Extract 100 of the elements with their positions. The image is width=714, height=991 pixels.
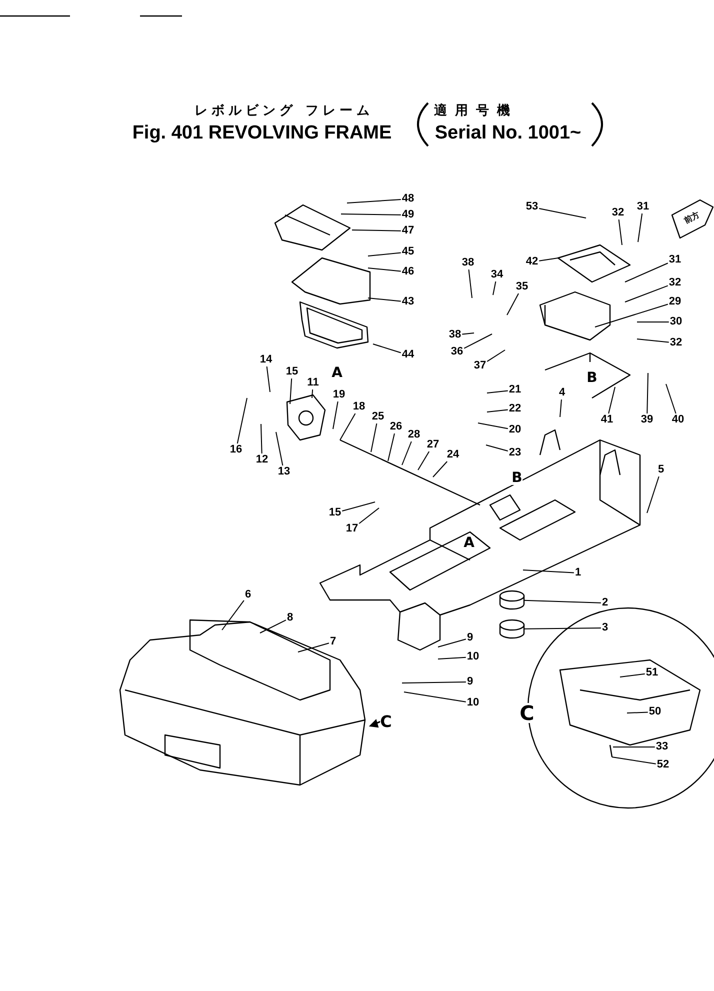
- callout-number: 52: [656, 760, 670, 770]
- callout-number: 2: [602, 598, 608, 608]
- callout-number: 53: [526, 202, 538, 212]
- callout-number: 45: [402, 246, 414, 258]
- callout-number: 14: [260, 354, 272, 366]
- callout-number: 46: [402, 266, 414, 278]
- callout-number: 31: [636, 202, 650, 212]
- callout-number: 17: [346, 524, 358, 534]
- leader-line: [370, 423, 378, 452]
- callout-number: 16: [230, 444, 242, 456]
- view-letter: A: [464, 536, 474, 550]
- view-letter: C: [380, 714, 392, 730]
- callout-number: 19: [332, 390, 346, 400]
- leader-line: [492, 281, 496, 296]
- leader-line: [522, 570, 574, 574]
- leader-line: [222, 600, 244, 630]
- leader-line: [236, 398, 248, 444]
- view-letter: B: [512, 471, 522, 485]
- callout-number: 4: [558, 388, 566, 398]
- leader-line: [468, 269, 472, 298]
- callout-number: 50: [648, 706, 662, 718]
- callout-number: 20: [508, 424, 522, 436]
- callout-number: 47: [402, 226, 414, 236]
- callout-number: 9: [466, 676, 474, 688]
- callout-number: 48: [402, 194, 414, 204]
- callout-number: 31: [668, 254, 682, 266]
- leader-line: [438, 638, 466, 648]
- leader-line: [666, 384, 676, 414]
- leader-line: [340, 413, 356, 440]
- view-letter: C: [520, 703, 534, 723]
- leader-line: [298, 642, 330, 652]
- callout-number: 18: [352, 402, 366, 412]
- callout-number: 40: [672, 414, 684, 426]
- callout-number: 6: [244, 590, 252, 600]
- leader-line: [260, 620, 286, 634]
- leader-line: [506, 293, 520, 316]
- leader-line: [486, 390, 508, 394]
- leader-line: [402, 441, 412, 466]
- leader-line: [266, 366, 270, 392]
- callout-number: 32: [612, 208, 624, 218]
- view-letter: A: [332, 366, 342, 380]
- leader-line: [620, 673, 646, 678]
- leader-line: [538, 208, 586, 218]
- leader-line: [346, 198, 402, 204]
- callout-number: 35: [516, 282, 528, 292]
- leader-line: [368, 268, 402, 272]
- leader-line: [372, 344, 402, 354]
- leader-line: [276, 432, 284, 466]
- leader-line: [486, 350, 506, 362]
- leader-line: [524, 628, 602, 630]
- callout-number: 42: [526, 256, 538, 268]
- leader-line: [312, 389, 314, 398]
- callout-number: 44: [402, 350, 414, 360]
- leader-line: [368, 252, 402, 256]
- callout-number: 9: [466, 632, 474, 644]
- callout-number: 13: [278, 466, 290, 478]
- callout-number: 10: [466, 652, 480, 662]
- callout-number: 12: [256, 454, 268, 466]
- callout-number: 27: [426, 440, 440, 450]
- leader-line: [524, 600, 602, 604]
- callout-number: 11: [307, 378, 319, 388]
- leader-line: [368, 298, 402, 302]
- rubber-mount-drawing: [499, 619, 525, 639]
- leader-line: [438, 656, 466, 660]
- callout-number: 10: [466, 698, 480, 708]
- callout-number: 34: [490, 270, 504, 280]
- callout-number: 38: [448, 330, 462, 340]
- leader-line: [358, 508, 380, 524]
- callout-number: 3: [602, 622, 608, 634]
- leader-line: [352, 230, 402, 232]
- callout-number: 37: [474, 360, 486, 372]
- callout-number: 8: [286, 612, 294, 624]
- callout-number: 7: [330, 636, 336, 648]
- leader-line: [612, 756, 656, 764]
- leader-line: [462, 332, 474, 335]
- leader-line: [260, 424, 262, 454]
- callout-number: 29: [668, 296, 682, 308]
- callout-number: 36: [450, 346, 464, 358]
- leader-line: [342, 502, 376, 512]
- callout-number: 23: [508, 448, 522, 458]
- leader-line: [486, 444, 508, 452]
- leader-line: [646, 476, 660, 514]
- leader-line: [624, 285, 668, 302]
- callout-number: 49: [402, 210, 414, 220]
- callout-number: 39: [640, 414, 654, 426]
- callout-number: 38: [462, 258, 474, 268]
- leader-line: [612, 746, 656, 748]
- leader-line: [340, 214, 402, 216]
- callout-number: 15: [286, 366, 298, 378]
- leader-line: [478, 422, 508, 430]
- leader-line: [402, 682, 466, 684]
- leader-line: [290, 378, 292, 404]
- callout-number: 30: [670, 316, 682, 328]
- leader-line: [560, 399, 562, 418]
- leader-line: [538, 258, 558, 262]
- leader-line: [404, 692, 466, 702]
- rubber-mount-drawing: [499, 590, 525, 610]
- leader-line: [432, 461, 448, 478]
- callout-number: 24: [446, 450, 460, 460]
- leader-line: [638, 213, 643, 242]
